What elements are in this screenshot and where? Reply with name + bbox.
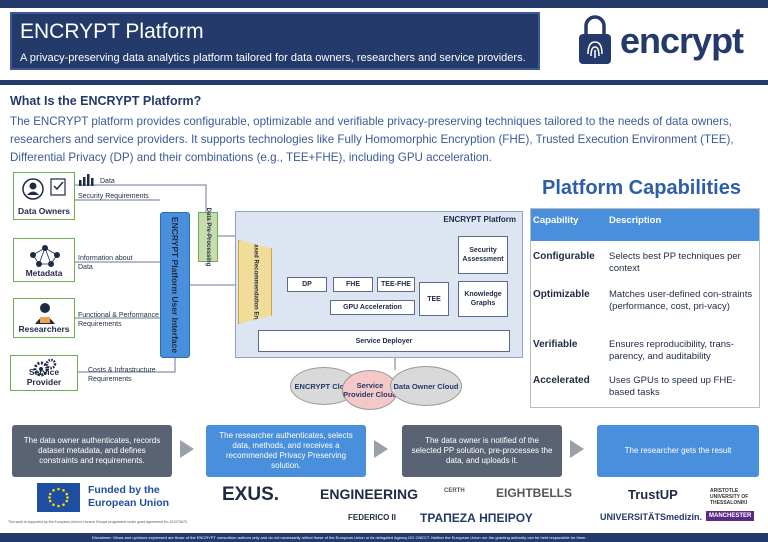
technique-fhe: FHE <box>333 277 373 292</box>
partner-logo-trapeza: ΤΡΑΠΕΖΑ ΗΠΕΙΡΟΥ <box>420 511 533 525</box>
technique-dp: DP <box>287 277 327 292</box>
capability-name: Accelerated <box>533 375 590 386</box>
capability-name: Verifiable <box>533 339 578 350</box>
platform-user-interface: ENCRYPT Platform User Interface <box>160 212 190 358</box>
capability-description: Ensures reproducibility, trans-parency, … <box>609 339 734 362</box>
data-flow-line <box>75 184 207 212</box>
user-circle-icon <box>22 178 44 200</box>
page-title: ENCRYPT Platform <box>20 20 204 43</box>
partner-logo-engineering: ENGINEERING <box>320 486 419 502</box>
recommendation-engine: AI-based Recommendation Engine <box>238 240 272 324</box>
service-flow-line <box>75 358 176 373</box>
process-step-2: The researcher authenticates, selects da… <box>206 425 366 477</box>
engine-label: AI-based Recommendation Engine <box>252 232 259 332</box>
data-owner-cloud: Data Owner Cloud <box>390 366 462 406</box>
page-subtitle: A privacy-preserving data analytics plat… <box>20 52 526 64</box>
gpu-acceleration: GPU Acceleration <box>330 300 415 315</box>
intro-heading: What Is the ENCRYPT Platform? <box>10 94 202 108</box>
flow-label-functional: Functional & Performance Requirements <box>78 312 159 328</box>
data-owners-label: Data Owners <box>18 206 70 216</box>
metadata-label: Metadata <box>25 268 63 278</box>
user-interface-label: ENCRYPT Platform User Interface <box>170 216 180 354</box>
partner-logo-certh: CERTH <box>444 488 465 494</box>
partner-logo-auth: ARISTOTLE UNIVERSITY OF THESSALONIKI <box>710 488 749 506</box>
funded-by-eu: Funded by the European Union <box>88 484 170 509</box>
preprocessing-label: Data Pre-Processing <box>205 207 211 267</box>
partner-logo-eightbells: EIGHTBELLS <box>496 486 573 500</box>
capability-name: Optimizable <box>533 289 590 300</box>
platform-box-title: ENCRYPT Platform <box>443 215 516 224</box>
title-banner: ENCRYPT Platform A privacy-preserving da… <box>10 12 540 70</box>
logo-wordmark: encrypt <box>620 20 744 61</box>
data-preprocessing: Data Pre-Processing <box>198 208 218 266</box>
researcher-icon <box>35 303 55 324</box>
eu-stars <box>48 487 69 508</box>
eu-flag-icon <box>37 483 80 512</box>
lock-fingerprint-icon <box>579 15 611 64</box>
capability-column-header: Capability <box>533 215 579 226</box>
partner-logo-manchester: MANCHESTER <box>706 511 755 521</box>
partner-logo-federico: FEDERICO II <box>348 513 397 522</box>
partner-logo-trustup: TrustUP <box>628 487 678 502</box>
gears-icon <box>33 358 57 377</box>
process-arrow-2 <box>374 440 388 458</box>
capabilities-title: Platform Capabilities <box>542 177 741 199</box>
capability-description: Uses GPUs to speed up FHE-based tasks <box>609 375 736 398</box>
service-deployer: Service Deployer <box>258 330 510 352</box>
grant-note: This work is supported by the European U… <box>8 520 188 524</box>
researchers-label: Researchers <box>18 324 70 334</box>
technique-tee: TEE <box>419 282 449 316</box>
actor-data-owners: Data Owners <box>13 172 75 220</box>
capabilities-table: Capability Description Configurable Sele… <box>530 208 760 408</box>
knowledge-graphs: Knowledge Graphs <box>458 281 508 317</box>
flow-label-data: Data <box>100 178 115 185</box>
capability-description: Matches user-defined con-straints (perfo… <box>609 289 753 312</box>
actor-service-provider: Service Provider <box>10 355 78 391</box>
process-step-1: The data owner authenticates, records da… <box>12 425 172 477</box>
intro-text: The ENCRYPT platform provides configurab… <box>10 115 734 164</box>
service-provider-cloud: Service Provider Cloud <box>342 370 398 410</box>
encrypt-logo: encrypt <box>578 14 758 70</box>
header-divider <box>0 80 768 85</box>
process-step-4: The researcher gets the result <box>597 425 759 477</box>
capability-name: Configurable <box>533 251 595 262</box>
flow-label-info: Information about Data <box>78 255 133 271</box>
bar-chart-icon <box>79 174 94 186</box>
top-bar <box>0 0 768 8</box>
actor-metadata: Metadata <box>13 238 75 282</box>
capabilities-header-row: Capability Description <box>531 209 759 241</box>
checklist-icon <box>50 178 66 196</box>
disclaimer-text: Disclaimer: Views and opinions expressed… <box>92 535 587 540</box>
technique-tee-fhe: TEE-FHE <box>377 277 415 292</box>
description-column-header: Description <box>609 215 662 226</box>
flow-label-costs: Costs & Infrastructure Requirements <box>88 367 156 383</box>
network-icon <box>30 245 60 267</box>
flow-label-security: Security Requirements <box>78 193 149 200</box>
actor-researchers: Researchers <box>13 298 75 338</box>
process-arrow-3 <box>570 440 584 458</box>
process-step-3: The data owner is notified of the select… <box>402 425 562 477</box>
security-assessment: Security Assessment <box>458 236 508 274</box>
partner-logo-unimedizin: UNIVERSITÄTSmedizin. <box>600 512 703 522</box>
service-provider-label: Service Provider <box>26 367 62 387</box>
capability-description: Selects best PP techniques per context <box>609 251 741 274</box>
process-arrow-1 <box>180 440 194 458</box>
partner-logo-exus: EXUS. <box>222 484 280 505</box>
disclaimer-bar: Disclaimer: Views and opinions expressed… <box>0 533 768 542</box>
